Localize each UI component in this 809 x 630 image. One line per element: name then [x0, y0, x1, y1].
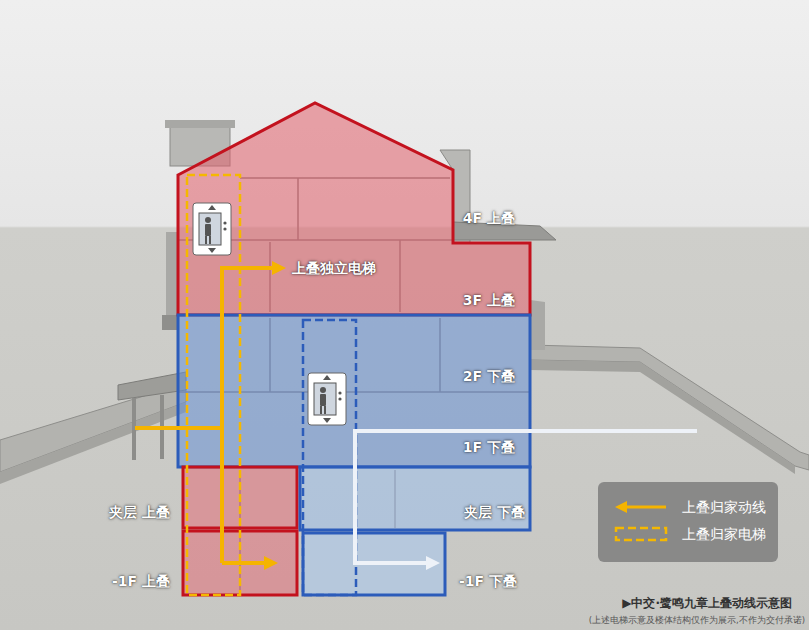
region-outline [303, 533, 445, 595]
floor-label: 4F 上叠 [463, 210, 515, 227]
lower-unit-room: -1F 下叠 [303, 533, 445, 595]
elevator-icon [308, 373, 346, 425]
chimney-cap [165, 120, 235, 128]
floor-label: 夹层 上叠 [109, 504, 170, 521]
route-line [135, 426, 222, 430]
fence-wall [0, 402, 186, 484]
lower-unit-room: 夹层 下叠 [300, 467, 530, 530]
legend-entry: 上叠归家电梯 [598, 524, 778, 544]
disclaimer-note: (上述电梯示意及楼体结构仅作为展示,不作为交付承诺) [589, 615, 805, 625]
floor-label: 2F 下叠 [463, 368, 515, 385]
floor-label: 1F 下叠 [463, 439, 515, 456]
fence-wall [530, 360, 795, 474]
legend-panel: 上叠归家动线上叠归家电梯 [598, 482, 778, 562]
floor-label: 夹层 下叠 [464, 504, 525, 521]
region-outline [300, 467, 530, 530]
legend-sample [612, 499, 670, 515]
porch-roof [118, 372, 186, 400]
floor-label: -1F 上叠 [112, 573, 170, 590]
legend-dashed-box [616, 528, 666, 540]
upper-unit-region: 4F 上叠 3F 上叠 [178, 103, 530, 315]
floor-label: 3F 上叠 [463, 292, 515, 309]
legend-sample [612, 526, 670, 542]
region-shape [178, 103, 530, 315]
side-wall [530, 300, 545, 350]
legend-label: 上叠归家动线 [682, 497, 766, 517]
floor-slab [162, 315, 178, 330]
lower-unit-region: 2F 下叠 1F 下叠 [178, 315, 530, 467]
caption: ▶中交·鹭鸣九章上叠动线示意图 [622, 596, 792, 610]
legend-label: 上叠归家电梯 [682, 524, 766, 544]
legend-arrowhead [615, 501, 627, 513]
upper-unit-room: 夹层 上叠 [183, 467, 297, 528]
route-arrow [222, 561, 266, 565]
region-outline [178, 103, 530, 315]
legend-entry: 上叠归家动线 [598, 497, 778, 517]
region-outline [183, 467, 297, 528]
elevator-icon [193, 203, 231, 255]
legend-line [626, 506, 666, 509]
region-shape [178, 315, 530, 467]
upper-unit-room: -1F 上叠 [183, 531, 297, 595]
region-shape [300, 467, 530, 530]
region-shape [183, 531, 297, 595]
region-shape [183, 467, 297, 528]
floor-label: -1F 下叠 [459, 573, 517, 590]
region-outline [183, 531, 297, 595]
elevator-label: 上叠独立电梯 [292, 260, 376, 277]
region-shape [303, 533, 445, 595]
